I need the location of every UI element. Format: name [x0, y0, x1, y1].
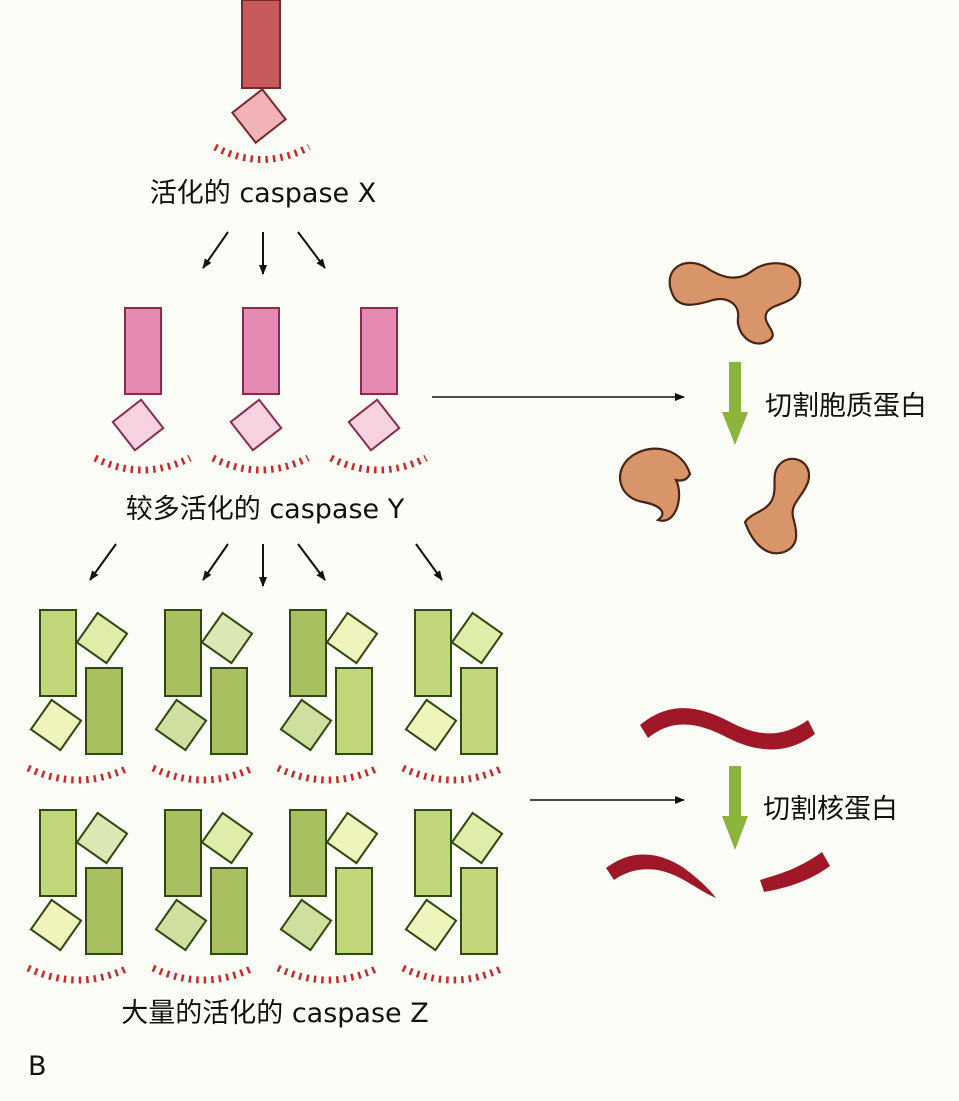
caspase-z-row — [26, 609, 505, 784]
caspase-x-molecule — [213, 0, 311, 163]
caspase-y-label: 较多活化的 caspase Y — [126, 494, 405, 525]
arrow — [89, 543, 117, 581]
arrows-y-to-z — [89, 543, 443, 587]
caspase-z-molecule — [401, 809, 505, 984]
caspase-y-molecules — [93, 307, 428, 474]
cytoplasmic-protein-fragment — [619, 447, 692, 522]
caspase-z-molecule — [276, 809, 380, 984]
arrow — [297, 231, 326, 269]
panel-label: B — [28, 1051, 47, 1082]
cytoplasmic-protein-intact — [668, 261, 802, 345]
cleave-nuclear-label: 切割核蛋白 — [763, 794, 898, 825]
caspase-y-molecule — [211, 307, 310, 474]
caspase-z-molecule — [401, 609, 505, 784]
arrow — [202, 231, 229, 269]
arrow — [415, 543, 443, 581]
caspase-z-molecule — [151, 809, 255, 984]
arrow — [297, 543, 326, 581]
arrow — [202, 543, 229, 581]
caspase-z-molecule — [151, 609, 255, 784]
cleave-arrow-nuclear — [722, 766, 748, 850]
cleave-arrow-cytoplasmic — [722, 362, 748, 445]
caspase-z-molecule — [26, 809, 130, 984]
cytoplasmic-protein-fragment — [743, 457, 811, 555]
caspase-z-molecule — [26, 609, 130, 784]
nuclear-protein-fragment — [760, 852, 830, 892]
caspase-z-row — [26, 809, 505, 984]
caspase-x-label: 活化的 caspase X — [150, 178, 376, 209]
caspase-x-activity-arc — [213, 143, 311, 163]
caspase-z-label: 大量的活化的 caspase Z — [121, 998, 428, 1029]
caspase-z-molecule — [276, 609, 380, 784]
arrows-x-to-y — [202, 231, 326, 275]
cleave-cytoplasmic-label: 切割胞质蛋白 — [765, 391, 927, 422]
caspase-y-molecule — [93, 307, 192, 474]
nuclear-protein-fragment — [606, 854, 716, 898]
caspase-y-molecule — [329, 307, 428, 474]
nuclear-protein-intact — [640, 708, 815, 750]
caspase-x-stem — [241, 0, 281, 89]
caspase-x-head — [230, 87, 288, 145]
